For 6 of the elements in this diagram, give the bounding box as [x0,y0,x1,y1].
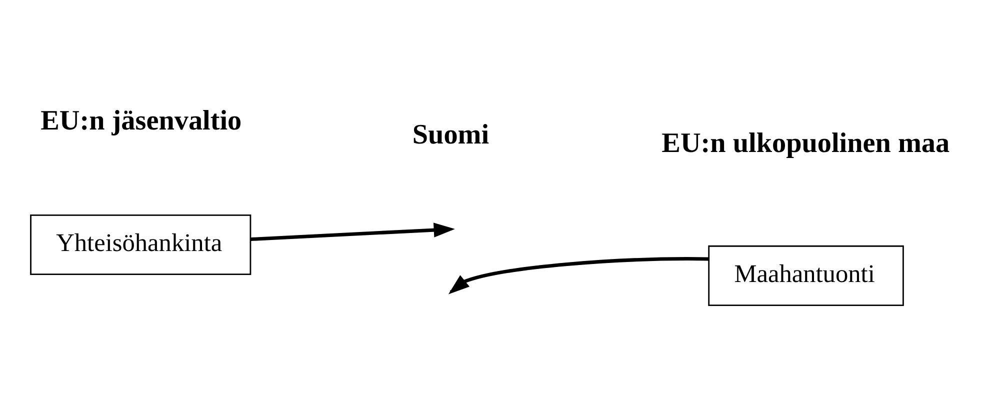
label: EU:n ulkopuolinen maa [662,128,950,159]
label: Suomi [412,119,490,150]
label: EU:n jäsenvaltio [40,105,242,136]
arrow [250,222,455,242]
node-box: Yhteisöhankinta [30,214,252,275]
node-box: Maahantuonti [708,245,904,306]
